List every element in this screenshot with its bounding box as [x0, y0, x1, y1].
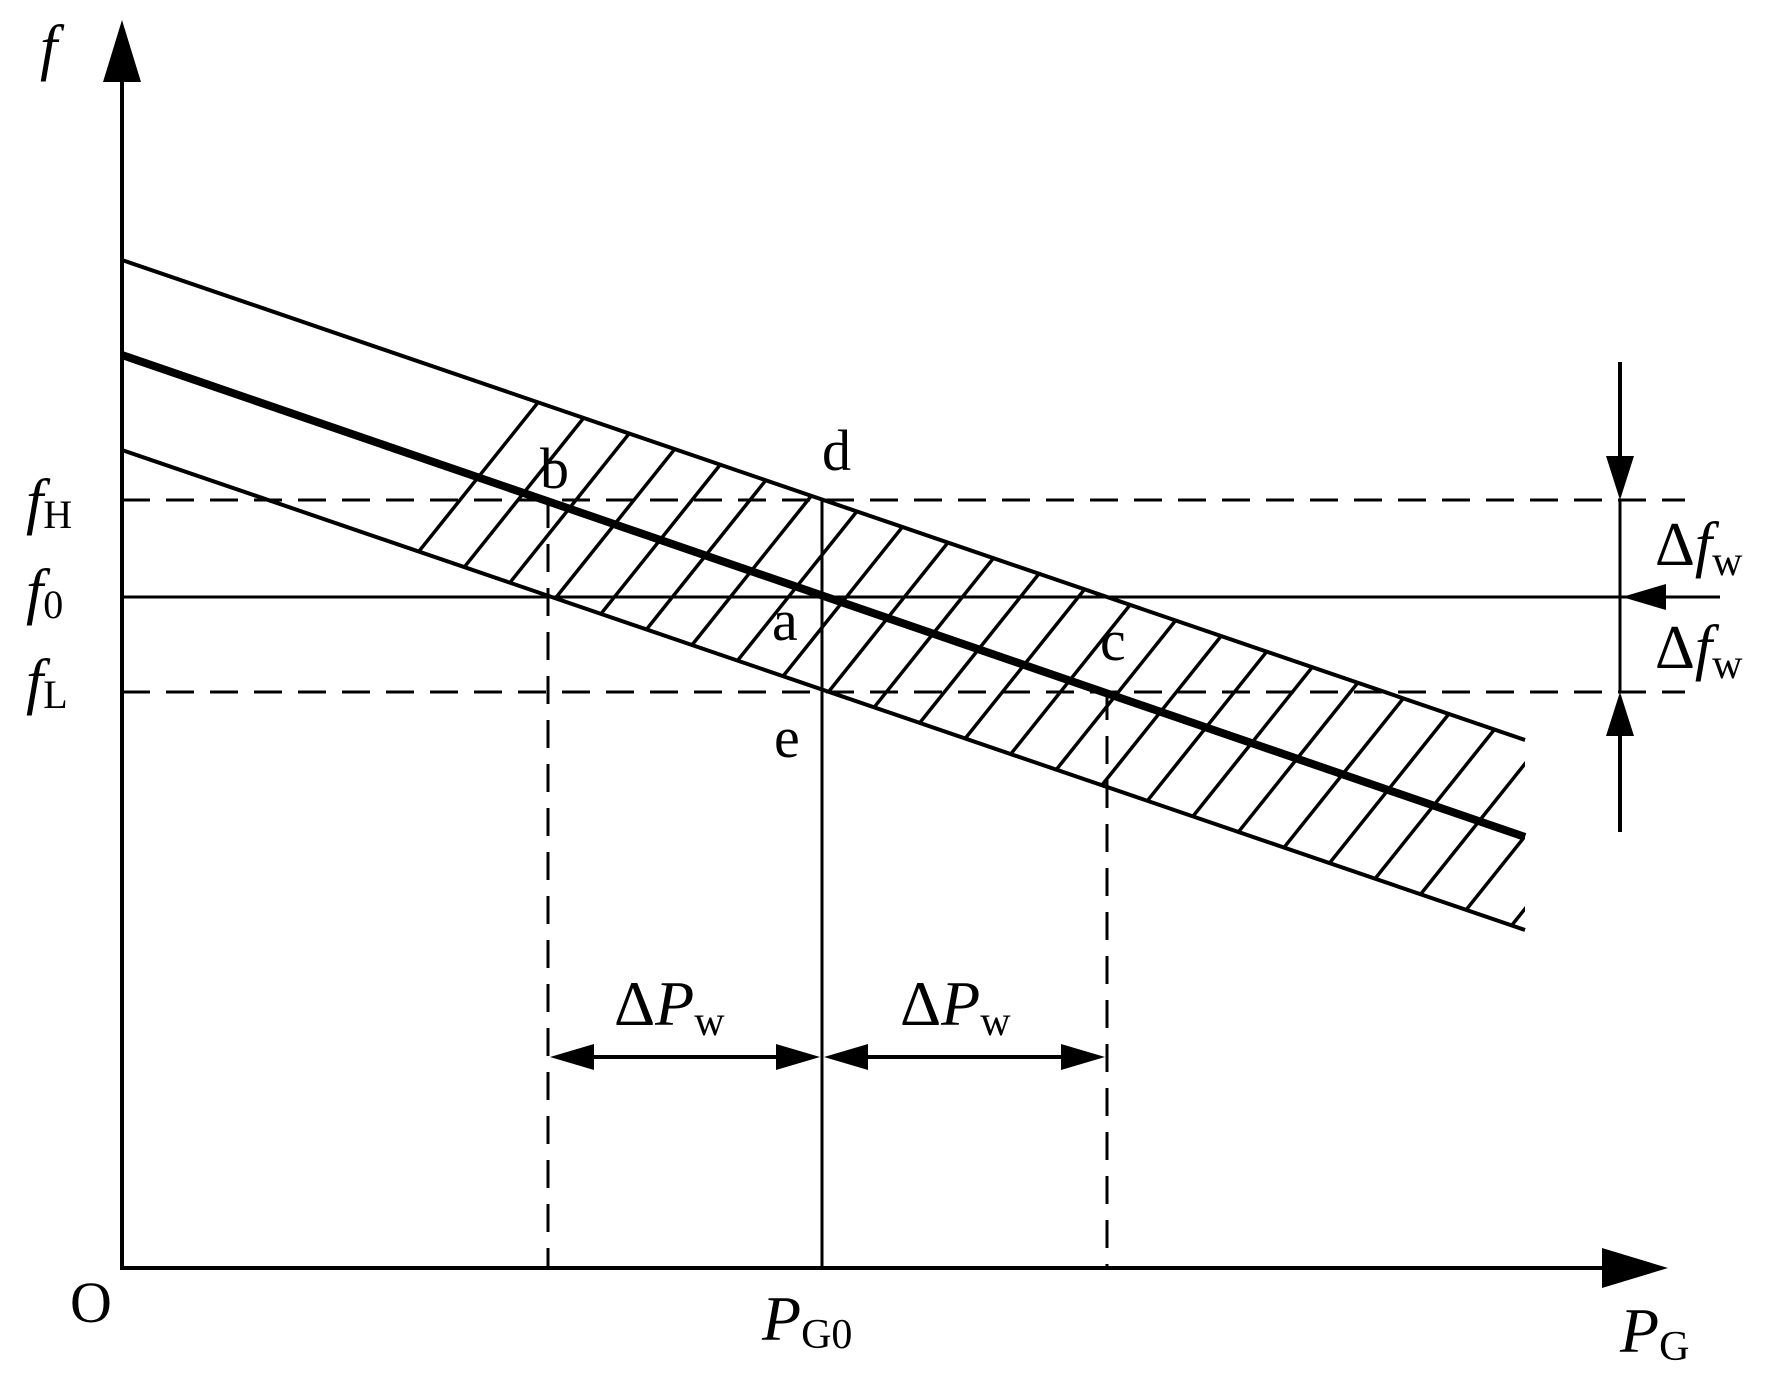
- delta-pw-left-arrowhead-right: [776, 1044, 820, 1070]
- hatch-line: [1160, 260, 1525, 930]
- delta-pw-right-arrowhead-left: [824, 1044, 868, 1070]
- hatched-band: [122, 200, 1781, 1000]
- hatch-line: [1276, 260, 1525, 930]
- delta-fw-bottom-label: Δfw: [1655, 614, 1743, 688]
- hatch-line: [812, 260, 1456, 930]
- f-zero-label: f0: [26, 558, 63, 627]
- point-d-label: d: [822, 418, 851, 483]
- delta-pw-right-arrowhead-right: [1061, 1044, 1105, 1070]
- x-axis-arrowhead: [1602, 1248, 1668, 1288]
- delta-fw-bottom-arrowhead: [1606, 692, 1634, 736]
- f0-input-arrowhead: [1622, 584, 1666, 610]
- hatch-line: [1392, 260, 1525, 930]
- hatch-line: [122, 260, 702, 930]
- point-c-label: c: [1100, 608, 1126, 673]
- hatch-line: [986, 260, 1525, 930]
- hatch-line: [638, 260, 1282, 930]
- hatch-line: [928, 260, 1525, 930]
- hatch-line: [122, 260, 760, 930]
- f-low-label: fL: [26, 648, 68, 717]
- delta-pw-left-arrowhead-left: [550, 1044, 594, 1070]
- y-axis-label: f: [40, 14, 65, 82]
- hatch-line: [348, 260, 992, 930]
- point-b-label: b: [540, 436, 569, 501]
- hatch-line: [406, 260, 1050, 930]
- hatch-line: [174, 260, 818, 930]
- f-high-label: fH: [26, 468, 72, 537]
- origin-label: O: [70, 1270, 112, 1335]
- delta-pw-left-label: ΔPw: [614, 968, 725, 1045]
- hatch-line: [580, 260, 1224, 930]
- point-e-label: e: [774, 705, 800, 770]
- hatch-line: [1568, 200, 1781, 1000]
- hatch-line: [1044, 260, 1525, 930]
- x-axis-label: PG: [1619, 1295, 1689, 1370]
- hatch-line: [870, 260, 1514, 930]
- hatch-line: [1450, 260, 1525, 930]
- hatch-line: [754, 260, 1398, 930]
- point-a-label: a: [772, 588, 798, 653]
- delta-fw-top-label: Δfw: [1655, 511, 1743, 585]
- hatch-line: [1334, 260, 1525, 930]
- delta-pw-right-label: ΔPw: [900, 968, 1011, 1045]
- y-axis-arrowhead: [103, 20, 141, 82]
- hatch-line: [1218, 260, 1525, 930]
- p-g0-label: PG0: [761, 1283, 852, 1358]
- delta-fw-top-arrowhead: [1606, 456, 1634, 500]
